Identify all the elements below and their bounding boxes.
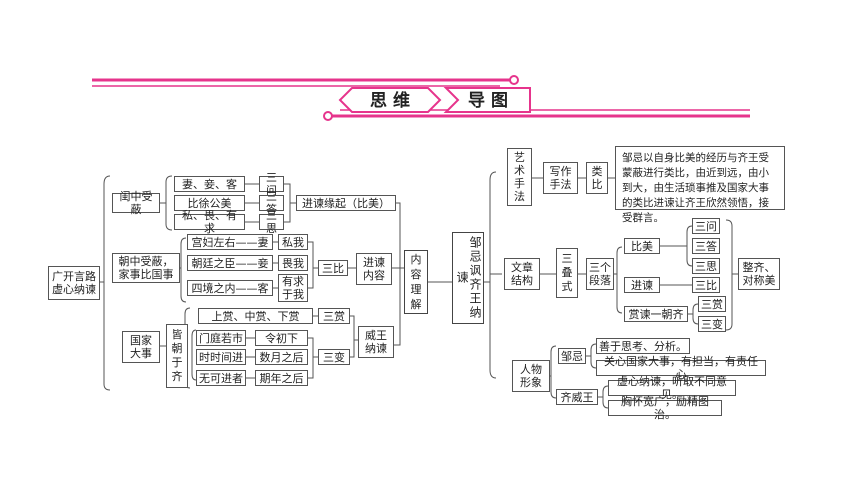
- art-label: 艺 术 手 法: [507, 148, 532, 206]
- group2-answer: 私我: [278, 234, 308, 250]
- title-part2: 导 图: [468, 91, 508, 111]
- title-part1: 思 维: [370, 90, 410, 111]
- group1-item: 妻、妾、客: [174, 176, 245, 192]
- group3-top-answer: 三赏: [318, 308, 350, 324]
- group3-vertical: 皆 朝 于 齐: [166, 324, 188, 388]
- person-trait: 关心国家大事，有担当，有责任心: [596, 355, 766, 381]
- structure-item: 比美: [624, 238, 660, 254]
- group2-item: 朝廷之臣——妾: [187, 255, 273, 271]
- structure-paragraphs: 三个 段落: [586, 258, 614, 290]
- group2-answer: 有求 于我: [278, 274, 308, 302]
- structure-label: 文章 结构: [504, 258, 540, 290]
- group1-result: 进谏缘起（比美）: [296, 195, 396, 211]
- group2-answer: 畏我: [278, 255, 308, 271]
- structure-subitem: 三问: [692, 218, 720, 234]
- structure-subitem: 三思: [692, 258, 720, 274]
- group3-result: 威王 纳谏: [358, 326, 394, 358]
- content-understanding-node: 内 容 理 解: [404, 250, 428, 314]
- person-trait: 虚心纳谏，听取不同意见。: [608, 375, 736, 401]
- person-trait: 胸怀宽广，励精图治。: [608, 395, 722, 421]
- group2-mid: 三比: [318, 260, 348, 276]
- art-type: 类 比: [586, 162, 608, 194]
- group3-item: 时时间进: [196, 349, 246, 365]
- person-name: 邹忌: [558, 348, 586, 364]
- person-name: 齐威王: [556, 389, 598, 405]
- main-topic-node: 邹忌讽齐王纳谏: [452, 232, 484, 324]
- group2-label: 朝中受蔽， 家事比国事: [112, 253, 180, 283]
- group1-answer: 三答: [259, 190, 284, 216]
- art-description: 邹忌以自身比美的经历与齐王受蒙蔽进行类比，由近到远，由小到大，由生活琐事推及国家…: [615, 146, 785, 224]
- group2-item: 四境之内——客: [187, 280, 273, 296]
- art-sub: 写作 手法: [543, 162, 578, 194]
- group1-item: 私、畏、有求: [174, 209, 245, 235]
- group2-item: 宫妇左右——妻: [187, 234, 273, 250]
- group3-label: 国家 大事: [122, 331, 160, 363]
- structure-subitem: 三比: [692, 277, 720, 293]
- root-node: 广开言路 虚心纳谏: [48, 266, 100, 300]
- structure-sub: 三 叠 式: [556, 248, 578, 298]
- group3-mid: 三变: [318, 349, 350, 365]
- group3-item: 无可进者: [196, 370, 246, 386]
- group3-answer: 期年之后: [255, 370, 308, 386]
- group3-item: 门庭若市: [196, 330, 246, 346]
- group2-result: 进谏 内容: [356, 253, 392, 285]
- group1-item: 比徐公美: [174, 195, 245, 211]
- structure-subitem: 三答: [692, 238, 720, 254]
- structure-subitem: 三变: [698, 316, 726, 332]
- group3-top: 上赏、中赏、下赏: [198, 308, 313, 324]
- structure-item: 赏谏一朝齐: [624, 306, 688, 322]
- structure-item: 进谏: [624, 277, 660, 293]
- characters-label: 人物 形象: [512, 360, 550, 392]
- group1-answer: 三思: [259, 209, 284, 235]
- group3-answer: 令初下: [255, 330, 308, 346]
- title-banner: 思 维 导 图: [92, 75, 750, 121]
- structure-result: 整齐、 对称美: [738, 258, 780, 290]
- group1-label: 闺中受蔽: [112, 190, 160, 216]
- person-trait: 善于思考、分析。: [596, 338, 690, 354]
- group1-answer: 三问: [259, 171, 284, 197]
- group3-answer: 数月之后: [255, 349, 308, 365]
- structure-subitem: 三赏: [698, 296, 726, 312]
